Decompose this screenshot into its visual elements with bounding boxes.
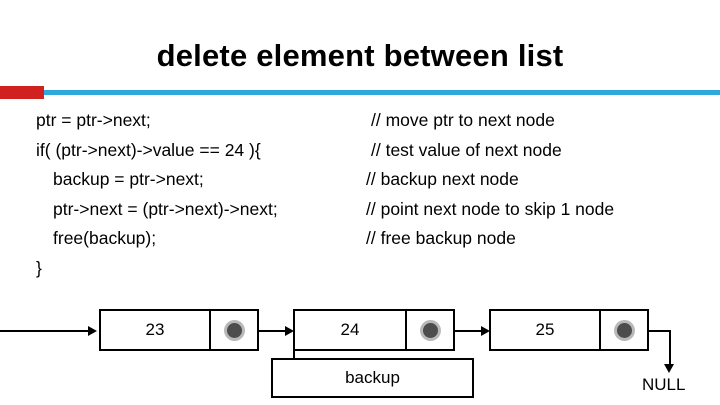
- list-node: 23: [99, 309, 259, 351]
- code-comment: // move ptr to next node: [371, 110, 555, 130]
- code-statement: free(backup);: [53, 228, 157, 248]
- incoming-link-line: [0, 330, 88, 332]
- link-arrow: [285, 326, 294, 336]
- code-statement: if( (ptr->next)->value == 24 ){: [36, 139, 261, 160]
- filled-dot-pointer-icon: [616, 322, 632, 338]
- filled-dot-pointer-icon: [422, 322, 438, 338]
- list-node: 25: [489, 309, 649, 351]
- code-block: ptr = ptr->next; // move ptr to next nod…: [36, 106, 720, 283]
- null-label: NULL: [642, 375, 686, 394]
- node-value: 25: [535, 320, 555, 339]
- code-statement: backup = ptr->next;: [53, 169, 204, 189]
- backup-label: backup: [345, 368, 400, 387]
- link-line: [259, 330, 285, 332]
- null-link-arrow: [664, 364, 674, 373]
- link-line: [455, 330, 481, 332]
- code-comment: // test value of next node: [371, 139, 562, 160]
- filled-dot-pointer-icon: [226, 322, 242, 338]
- backup-box: backup: [271, 358, 474, 398]
- null-link-line-vertical: [669, 330, 671, 366]
- code-comment: // free backup node: [366, 228, 516, 248]
- node-pointer-cell: [405, 311, 453, 349]
- code-statement: }: [36, 257, 42, 278]
- code-statement: ptr->next = (ptr->next)->next;: [53, 198, 278, 219]
- page-title: delete element between list: [156, 38, 564, 73]
- code-line: if( (ptr->next)->value == 24 ){ // test …: [36, 136, 720, 166]
- code-line: backup = ptr->next; // backup next node: [36, 165, 720, 195]
- accent-bar-red: [0, 86, 44, 99]
- node-pointer-cell: [599, 311, 647, 349]
- code-comment: // point next node to skip 1 node: [366, 198, 615, 219]
- code-line: }: [36, 254, 720, 284]
- node-value: 24: [340, 320, 360, 339]
- code-line: free(backup); // free backup node: [36, 224, 720, 254]
- code-comment: // backup next node: [366, 169, 519, 189]
- incoming-link-arrow: [88, 326, 97, 336]
- node-value: 23: [145, 320, 165, 339]
- null-link-line-horizontal: [649, 330, 671, 332]
- accent-bar-blue: [44, 90, 720, 95]
- code-line: ptr = ptr->next; // move ptr to next nod…: [36, 106, 720, 136]
- code-line: ptr->next = (ptr->next)->next; // point …: [36, 195, 720, 225]
- link-arrow: [481, 326, 490, 336]
- node-pointer-cell: [209, 311, 257, 349]
- list-node: 24: [293, 309, 455, 351]
- code-statement: ptr = ptr->next;: [36, 110, 151, 130]
